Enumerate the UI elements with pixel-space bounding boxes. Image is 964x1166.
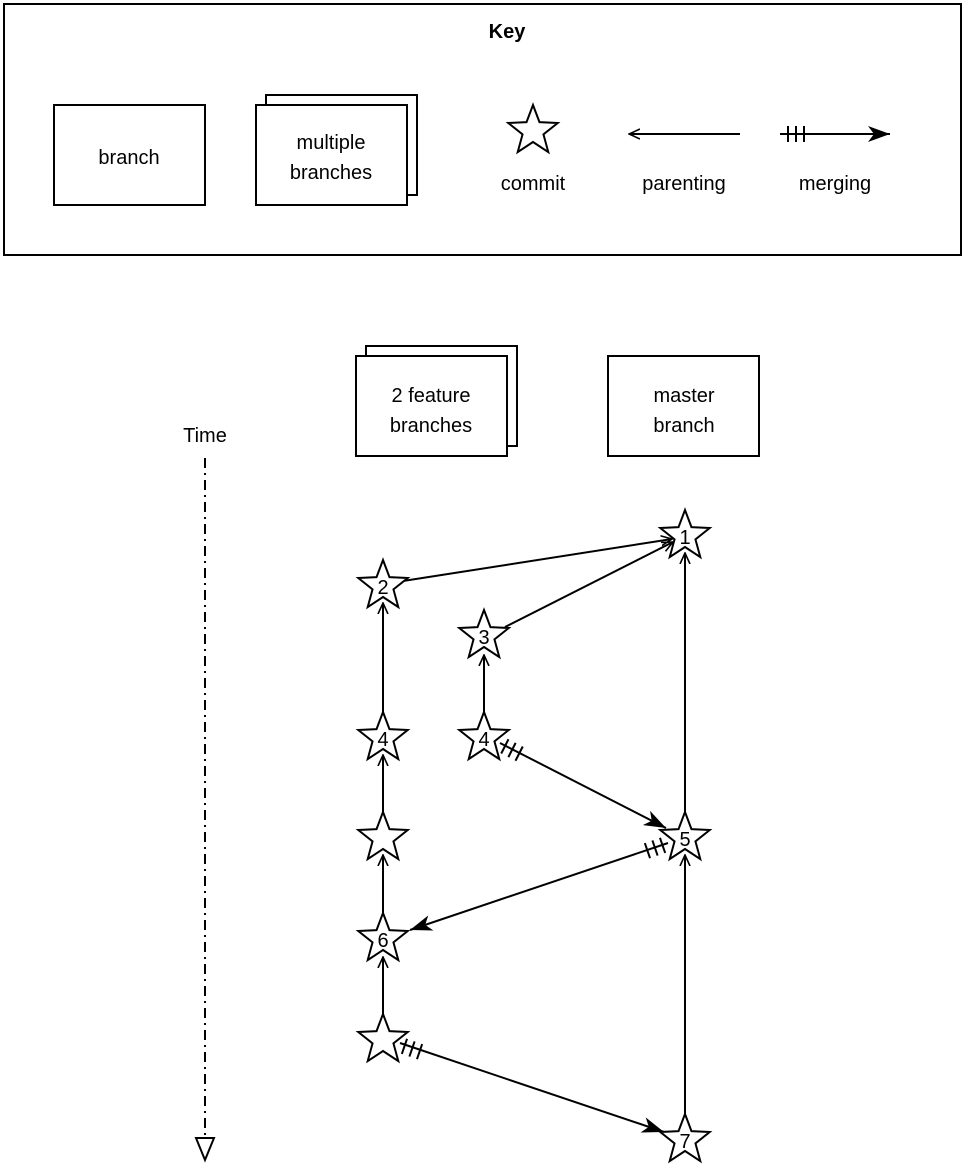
parent-link-3-to-1	[504, 541, 673, 628]
merge-ticks-5-to-6	[643, 837, 667, 859]
key-multiple-branches-box	[255, 104, 408, 206]
commit-star-icon	[657, 809, 713, 862]
master-branch-label-line1: master	[653, 385, 714, 407]
commit-feature-b-2: 4	[456, 709, 512, 762]
commit-master-3: 7	[657, 1111, 713, 1164]
key-merging-ticks	[787, 126, 805, 142]
feature-branches-box	[355, 355, 508, 457]
commit-star-icon	[355, 557, 411, 610]
commit-feature-a-2: 4	[355, 709, 411, 762]
commit-number: 1	[679, 527, 690, 549]
commit-star-icon	[355, 709, 411, 762]
commit-feature-b-1: 3	[456, 607, 512, 660]
commit-star-icon	[657, 507, 713, 560]
merge-ticks-a5-to-7	[400, 1038, 424, 1060]
time-label: Time	[183, 425, 227, 447]
merge-link-a5-to-7	[399, 1042, 665, 1133]
key-title: Key	[489, 21, 527, 43]
feature-branches-label-line2: branches	[390, 415, 472, 437]
commit-star-icon	[355, 1011, 411, 1064]
master-branch-header: master branch	[607, 355, 760, 457]
key-branch-label: branch	[98, 147, 159, 169]
key-merging-label: merging	[799, 173, 871, 195]
commit-number: 4	[377, 729, 388, 751]
feature-branches-header: 2 feature branches	[355, 345, 518, 457]
commit-feature-a-5	[355, 1011, 411, 1064]
key-multiple-branches-label-line2: branches	[290, 162, 372, 184]
merge-link-b4-to-5	[499, 742, 667, 829]
parent-link-2-to-1	[402, 539, 672, 582]
master-branch-label-line2: branch	[653, 415, 714, 437]
master-branch-box	[607, 355, 760, 457]
commit-star-icon	[456, 709, 512, 762]
key-commit-label: commit	[501, 173, 566, 195]
commit-star-icon	[355, 910, 411, 963]
commit-number: 5	[679, 829, 690, 851]
commit-master-1: 1	[657, 507, 713, 560]
commit-number: 2	[377, 577, 388, 599]
key-panel: Key branch multiple branches commit pare…	[3, 3, 962, 256]
commit-feature-a-1: 2	[355, 557, 411, 610]
key-parenting-label: parenting	[642, 173, 725, 195]
key-multiple-branches-label-line1: multiple	[297, 132, 366, 154]
commit-star-icon	[456, 607, 512, 660]
merge-link-5-to-6	[409, 842, 669, 931]
commit-feature-a-3	[355, 809, 411, 862]
merge-ticks-b4-to-5	[500, 738, 524, 762]
commit-feature-a-4: 6	[355, 910, 411, 963]
time-axis-arrow-icon	[194, 1137, 216, 1163]
parenting-connectors	[383, 539, 685, 1120]
commit-number: 3	[478, 627, 489, 649]
commit-star-icon	[355, 809, 411, 862]
key-commit-star-icon	[505, 102, 561, 155]
commit-number: 7	[679, 1131, 690, 1153]
commit-number: 4	[478, 729, 489, 751]
commit-master-2: 5	[657, 809, 713, 862]
key-branch-box	[53, 104, 206, 206]
commit-star-icon	[657, 1111, 713, 1164]
feature-branches-label-line1: 2 feature	[392, 385, 471, 407]
commit-number: 6	[377, 930, 388, 952]
merging-connectors	[399, 738, 669, 1133]
